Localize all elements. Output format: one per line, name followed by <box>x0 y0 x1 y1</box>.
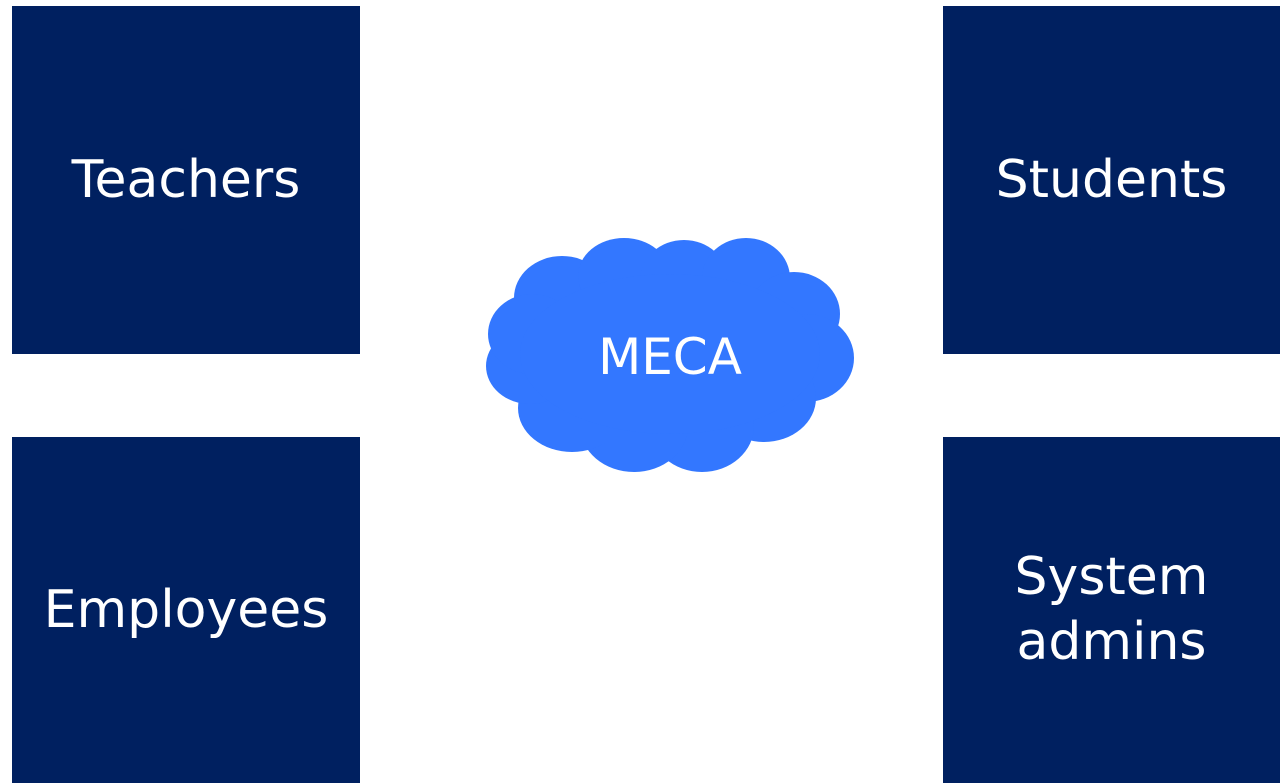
meca-cloud: MECA <box>484 236 856 474</box>
students-box: Students <box>943 6 1280 354</box>
students-label: Students <box>995 149 1228 210</box>
meca-label: MECA <box>598 328 742 386</box>
cloud-icon <box>486 238 854 472</box>
employees-box: Employees <box>12 437 360 783</box>
teachers-label: Teachers <box>71 149 301 210</box>
system-admins-box: System admins <box>943 437 1280 783</box>
system-admins-label: System admins <box>1014 547 1209 672</box>
employees-label: Employees <box>43 579 329 640</box>
teachers-box: Teachers <box>12 6 360 354</box>
